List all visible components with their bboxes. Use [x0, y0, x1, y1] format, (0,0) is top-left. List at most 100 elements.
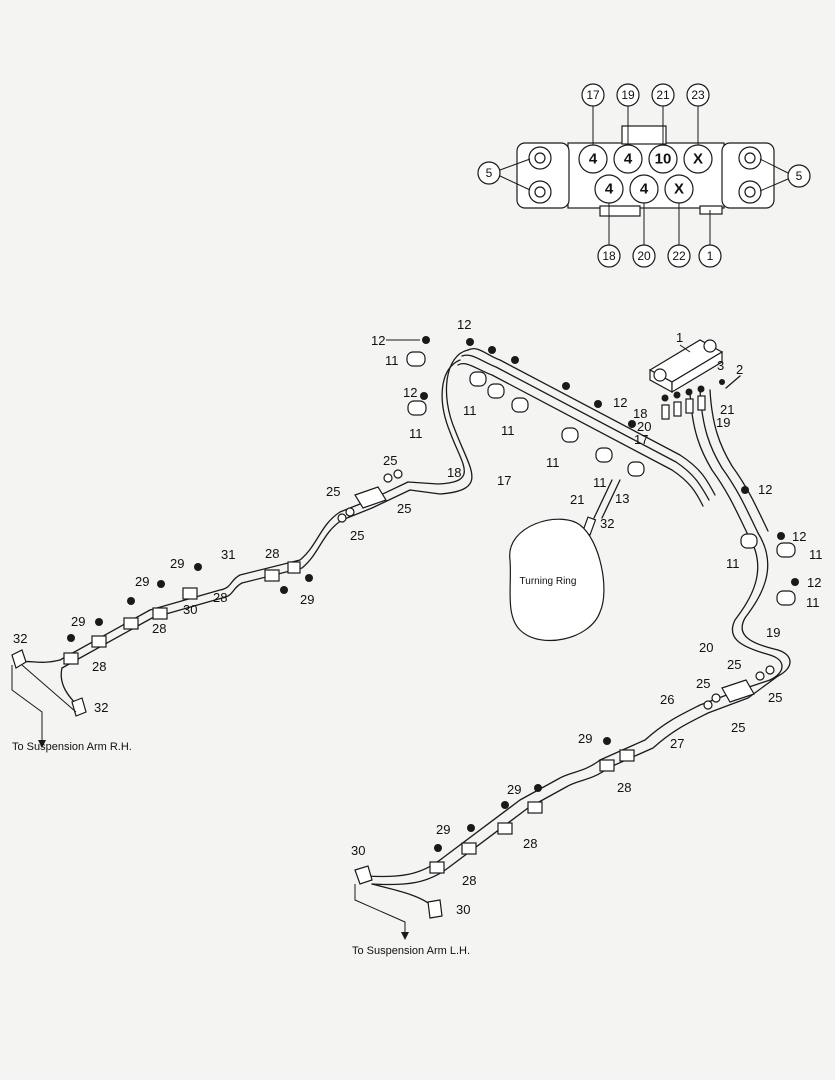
svg-text:28: 28: [213, 590, 227, 605]
callout-22: 22: [667, 203, 691, 268]
svg-text:30: 30: [351, 843, 365, 858]
svg-text:12: 12: [457, 317, 471, 332]
svg-text:13: 13: [615, 491, 629, 506]
svg-text:5: 5: [796, 169, 803, 183]
svg-text:22: 22: [672, 249, 686, 263]
svg-text:20: 20: [637, 419, 651, 434]
turning-ring: Turning Ring: [509, 518, 605, 642]
callout-17: 17: [581, 83, 605, 145]
callout-1: 1: [698, 210, 722, 268]
pipe-routes: [21, 348, 791, 907]
svg-text:1: 1: [676, 330, 683, 345]
svg-text:27: 27: [670, 736, 684, 751]
svg-text:5: 5: [486, 166, 493, 180]
svg-text:11: 11: [593, 475, 607, 490]
svg-text:11: 11: [409, 426, 423, 441]
svg-text:29: 29: [71, 614, 85, 629]
port-top-4: X: [683, 144, 713, 174]
svg-text:29: 29: [436, 822, 450, 837]
svg-text:17: 17: [634, 432, 648, 447]
svg-text:28: 28: [523, 836, 537, 851]
callout-23: 23: [686, 83, 710, 145]
svg-text:18: 18: [633, 406, 647, 421]
svg-text:25: 25: [383, 453, 397, 468]
callout-5-left: 5: [477, 158, 531, 191]
callout-5-right: 5: [759, 158, 811, 192]
svg-text:11: 11: [385, 353, 399, 368]
port-bottom-3: X: [664, 174, 694, 204]
svg-text:19: 19: [621, 88, 635, 102]
svg-text:4: 4: [624, 151, 633, 168]
svg-text:21: 21: [570, 492, 584, 507]
svg-text:4: 4: [589, 151, 598, 168]
port-top-2: 4: [613, 144, 643, 174]
callout-21: 21: [651, 83, 675, 145]
svg-text:10: 10: [655, 151, 672, 168]
svg-text:18: 18: [602, 249, 616, 263]
svg-text:26: 26: [660, 692, 674, 707]
svg-text:32: 32: [94, 700, 108, 715]
svg-text:23: 23: [691, 88, 705, 102]
callout-19: 19: [616, 83, 640, 145]
svg-text:28: 28: [462, 873, 476, 888]
svg-text:X: X: [693, 151, 703, 168]
callout-20: 20: [632, 203, 656, 268]
svg-text:29: 29: [578, 731, 592, 746]
port-bottom-1: 4: [594, 174, 624, 204]
components: [11, 336, 799, 940]
svg-text:21: 21: [656, 88, 670, 102]
svg-text:29: 29: [135, 574, 149, 589]
svg-text:19: 19: [716, 415, 730, 430]
svg-text:18: 18: [447, 465, 461, 480]
svg-text:11: 11: [501, 423, 515, 438]
manifold-inset: 4 4 10 X 4 4 X 17: [477, 83, 811, 268]
svg-text:25: 25: [768, 690, 782, 705]
svg-text:31: 31: [221, 547, 235, 562]
svg-text:20: 20: [637, 249, 651, 263]
svg-text:12: 12: [613, 395, 627, 410]
svg-text:25: 25: [731, 720, 745, 735]
svg-text:X: X: [674, 181, 684, 198]
svg-text:17: 17: [497, 473, 511, 488]
svg-text:32: 32: [13, 631, 27, 646]
port-bottom-2: 4: [629, 174, 659, 204]
svg-text:11: 11: [726, 556, 740, 571]
port-top-3: 10: [648, 144, 678, 174]
svg-text:11: 11: [546, 455, 560, 470]
svg-text:20: 20: [699, 640, 713, 655]
svg-text:11: 11: [809, 547, 823, 562]
svg-text:12: 12: [792, 529, 806, 544]
svg-text:29: 29: [170, 556, 184, 571]
svg-text:25: 25: [727, 657, 741, 672]
svg-text:12: 12: [807, 575, 821, 590]
svg-text:28: 28: [265, 546, 279, 561]
svg-text:11: 11: [463, 403, 477, 418]
svg-text:17: 17: [586, 88, 600, 102]
svg-text:4: 4: [640, 181, 649, 198]
svg-text:Turning Ring: Turning Ring: [520, 576, 577, 587]
svg-text:12: 12: [403, 385, 417, 400]
svg-text:32: 32: [600, 516, 614, 531]
svg-text:11: 11: [806, 595, 820, 610]
svg-text:12: 12: [371, 333, 385, 348]
svg-text:28: 28: [152, 621, 166, 636]
svg-text:25: 25: [350, 528, 364, 543]
svg-text:3: 3: [717, 358, 724, 373]
callout-18: 18: [597, 203, 621, 268]
svg-text:1: 1: [707, 249, 714, 263]
part-labels: 1 2 3 12 11 12 11 12 11 11 11 11 12 13 1…: [13, 317, 823, 917]
svg-text:4: 4: [605, 181, 614, 198]
svg-text:12: 12: [758, 482, 772, 497]
port-top-1: 4: [578, 144, 608, 174]
note-suspension-rh: To Suspension Arm R.H.: [12, 741, 132, 753]
svg-text:28: 28: [92, 659, 106, 674]
svg-text:25: 25: [696, 676, 710, 691]
svg-text:29: 29: [300, 592, 314, 607]
svg-text:2: 2: [736, 362, 743, 377]
svg-text:30: 30: [183, 602, 197, 617]
svg-text:25: 25: [397, 501, 411, 516]
svg-text:29: 29: [507, 782, 521, 797]
svg-text:30: 30: [456, 902, 470, 917]
svg-text:28: 28: [617, 780, 631, 795]
